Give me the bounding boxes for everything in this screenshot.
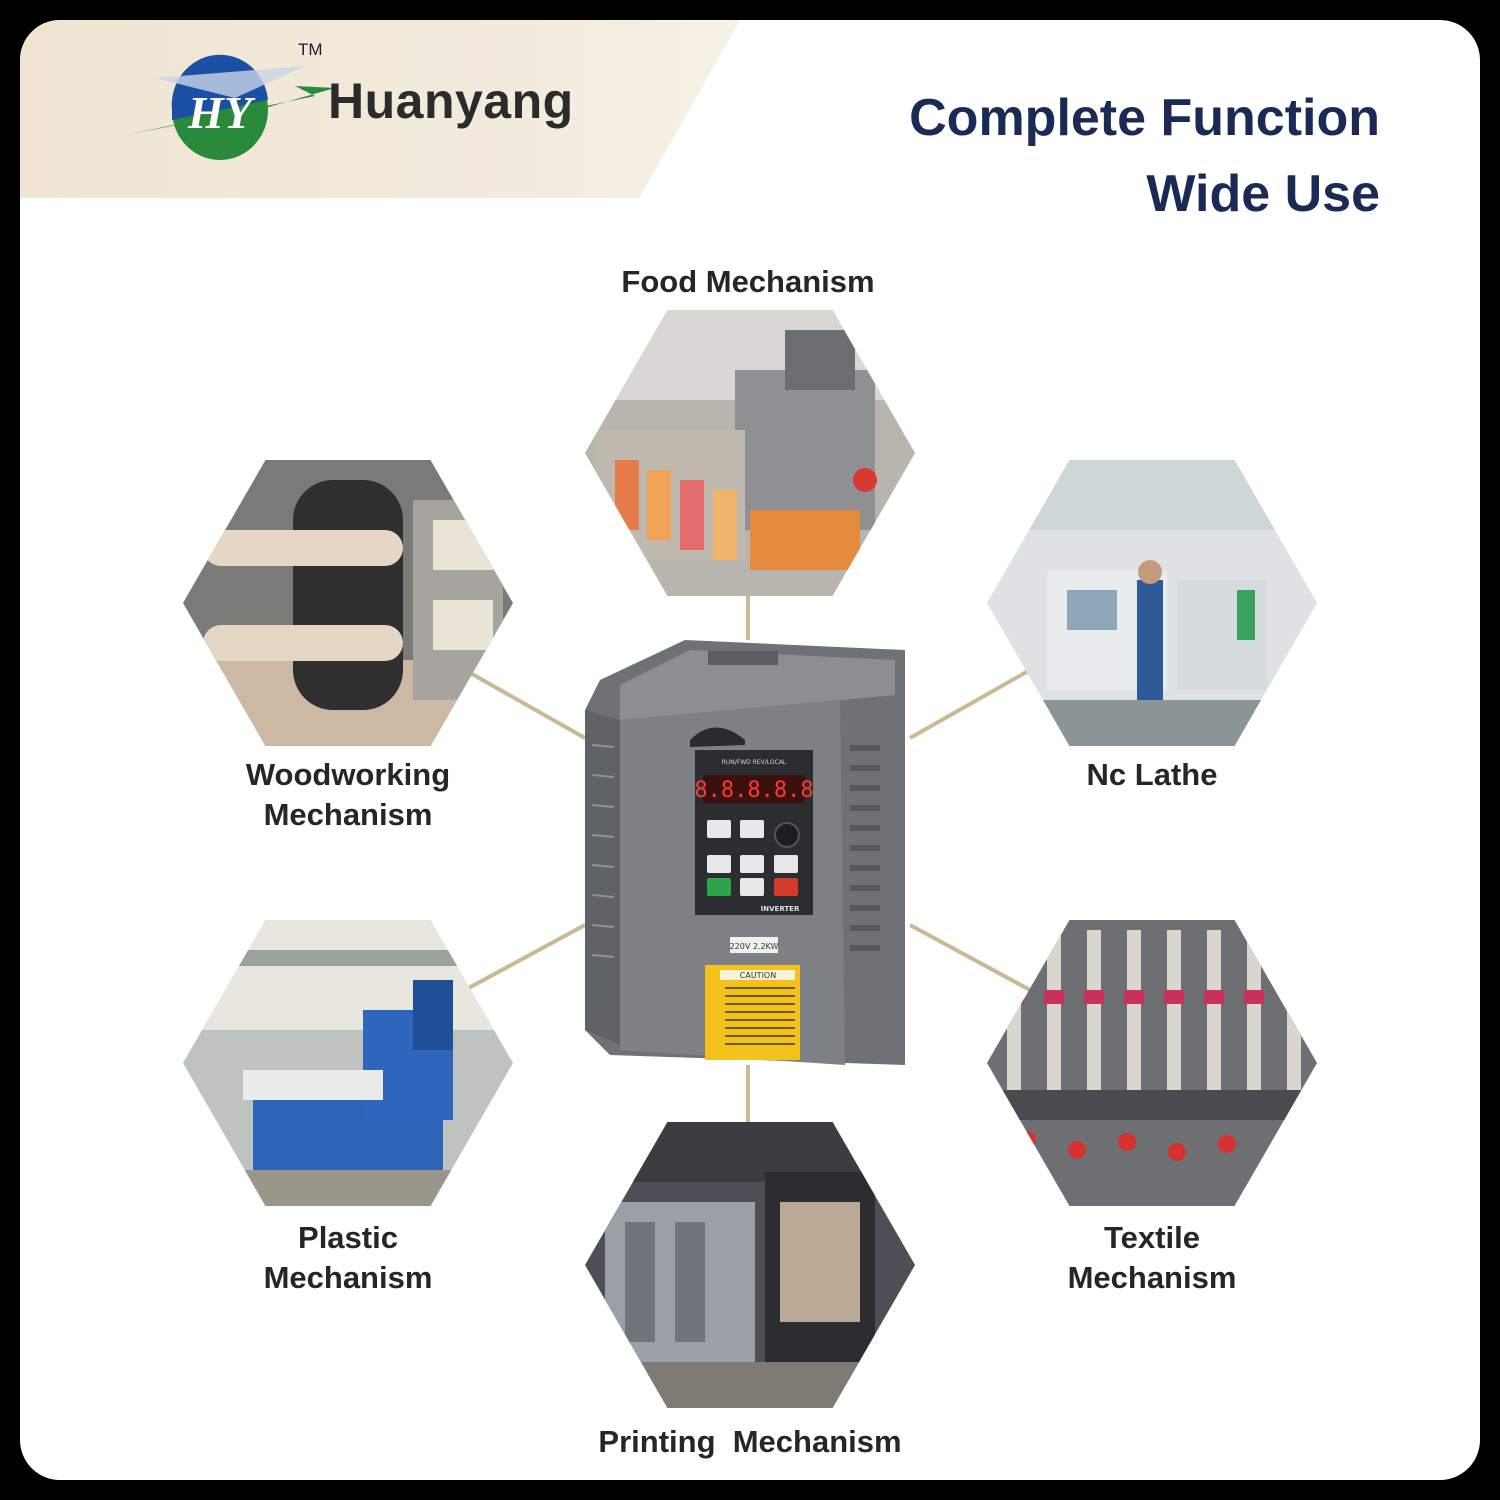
- rating-plate: [730, 937, 778, 953]
- label-plastic-mechanism: Plastic Mechanism: [178, 1218, 518, 1298]
- panel-label: INVERTER: [761, 905, 800, 913]
- key-prg-esc: [707, 820, 731, 838]
- connector-lines: [464, 595, 1031, 1125]
- vfd-inverter-image: RUN/FWD REV/LOCAL 8.8.8.8.8 INVERTER 220…: [585, 640, 905, 1065]
- headline-line-2: Wide Use: [1146, 165, 1380, 223]
- connector-bottom-right: [909, 923, 1031, 992]
- label-text: Plastic: [298, 1220, 398, 1255]
- key-data-set: [740, 820, 764, 838]
- label-food-mechanism: Food Mechanism: [578, 262, 918, 302]
- caution-text: CAUTION: [740, 971, 776, 980]
- label-text: Mechanism: [263, 797, 433, 832]
- label-nc-lathe: Nc Lathe: [982, 755, 1322, 795]
- label-text: Food Mechanism: [621, 264, 875, 299]
- label-text: Nc Lathe: [1086, 757, 1218, 792]
- key-run: [707, 878, 731, 896]
- product-card: HY TM Huanyang Complete Function Wide Us…: [20, 20, 1480, 1480]
- label-woodworking-mechanism: Woodworking Mechanism: [178, 755, 518, 835]
- connector-top-right: [909, 668, 1031, 740]
- key-up: [740, 855, 764, 873]
- brand-banner: [20, 20, 740, 198]
- label-printing-mechanism: Printing Mechanism: [580, 1422, 920, 1462]
- headline-line-1: Complete Function: [909, 89, 1380, 147]
- key-shift: [707, 855, 731, 873]
- trademark-mark: TM: [298, 40, 323, 59]
- label-text: Textile: [1104, 1220, 1200, 1255]
- hex-woodworking-mechanism: [183, 460, 513, 746]
- huanyang-logo: HY: [120, 54, 335, 160]
- brand-name: Huanyang: [328, 73, 574, 129]
- key-quick-jog: [774, 855, 798, 873]
- label-text: Printing Mechanism: [598, 1424, 902, 1459]
- label-text: Woodworking: [245, 757, 451, 792]
- key-down: [740, 878, 764, 896]
- rating-text: 220V 2.2KW: [730, 942, 779, 951]
- connector-bottom-left: [464, 923, 586, 992]
- key-stop-rst: [774, 878, 798, 896]
- panel-led-labels: RUN/FWD REV/LOCAL: [722, 759, 787, 766]
- connector-top-left: [464, 668, 586, 740]
- label-text: Mechanism: [263, 1260, 433, 1295]
- speed-knob: [774, 822, 800, 848]
- headline: Complete Function Wide Use: [909, 80, 1380, 232]
- woodworking-photo: [183, 460, 513, 746]
- label-textile-mechanism: Textile Mechanism: [982, 1218, 1322, 1298]
- label-text: Mechanism: [1067, 1260, 1237, 1295]
- led-display: 8.8.8.8.8: [694, 778, 813, 803]
- logo-text: HY: [187, 87, 256, 138]
